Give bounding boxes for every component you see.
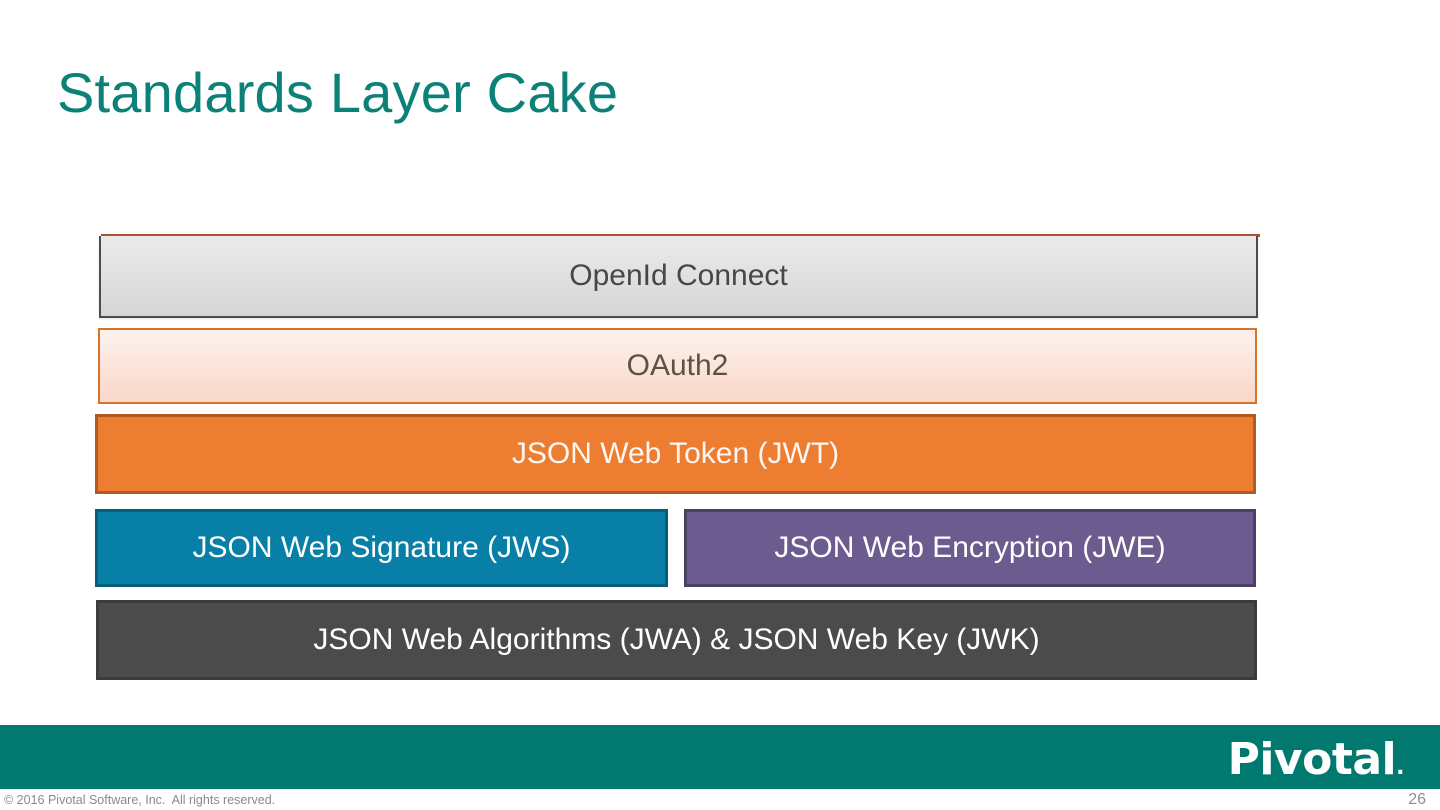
layer-json-web-encryption-label: JSON Web Encryption (JWE) bbox=[774, 531, 1166, 564]
pivotal-logo-wordmark: Pivotal bbox=[1227, 734, 1397, 785]
footer-band bbox=[0, 725, 1440, 789]
page-title: Standards Layer Cake bbox=[57, 61, 619, 124]
layer-openid-connect-label: OpenId Connect bbox=[569, 259, 788, 292]
layer-openid-connect[interactable]: OpenId Connect bbox=[99, 236, 1258, 318]
copyright-notice: © 2016 Pivotal Software, Inc. All rights… bbox=[4, 793, 276, 807]
pivotal-logo: Pivotal. bbox=[1227, 734, 1405, 792]
layer-json-web-token[interactable]: JSON Web Token (JWT) bbox=[95, 414, 1256, 494]
pivotal-logo-dot: . bbox=[1396, 755, 1404, 780]
layer-oauth2-label: OAuth2 bbox=[626, 349, 729, 382]
layer-json-web-algorithms-key-label: JSON Web Algorithms (JWA) & JSON Web Key… bbox=[313, 623, 1040, 656]
layer-json-web-signature[interactable]: JSON Web Signature (JWS) bbox=[95, 509, 668, 587]
page-number: 26 bbox=[1408, 791, 1426, 808]
layer-json-web-encryption[interactable]: JSON Web Encryption (JWE) bbox=[684, 509, 1256, 587]
layer-json-web-token-label: JSON Web Token (JWT) bbox=[511, 437, 840, 470]
layer-json-web-signature-label: JSON Web Signature (JWS) bbox=[192, 531, 571, 564]
layer-oauth2[interactable]: OAuth2 bbox=[98, 328, 1257, 404]
layer-json-web-algorithms-key[interactable]: JSON Web Algorithms (JWA) & JSON Web Key… bbox=[96, 600, 1257, 680]
